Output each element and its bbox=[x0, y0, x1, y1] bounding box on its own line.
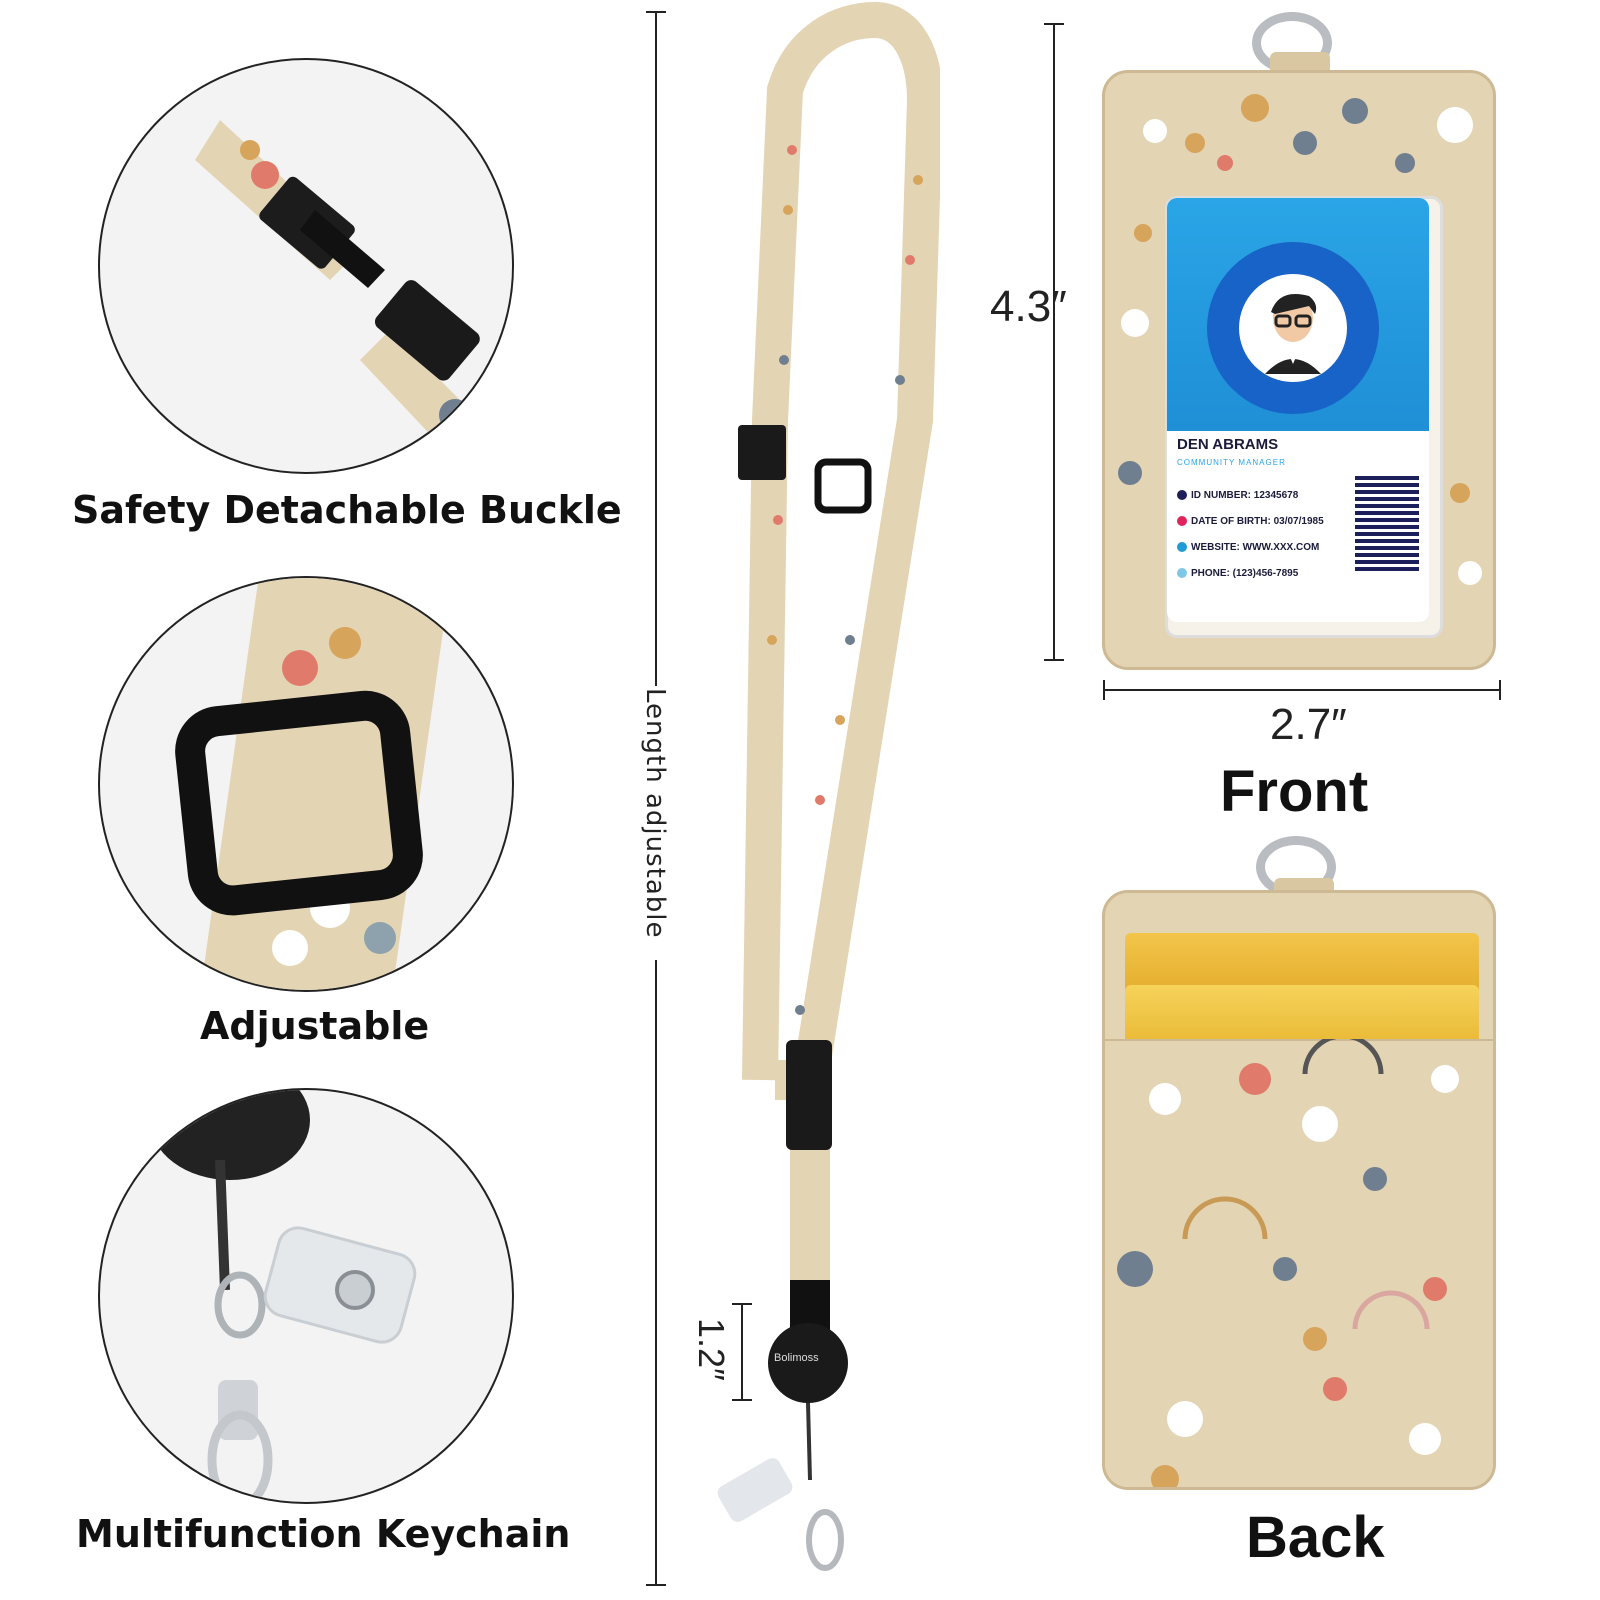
id-line-website: WEBSITE: WWW.XXX.COM bbox=[1177, 542, 1319, 553]
back-card-holder bbox=[1102, 890, 1496, 1490]
feature-caption-keychain: Multifunction Keychain bbox=[76, 1512, 571, 1556]
bullet-icon bbox=[1177, 516, 1187, 527]
front-label: Front bbox=[1220, 759, 1369, 824]
reel-brand-text: Bolimoss bbox=[774, 1352, 819, 1364]
inserted-card-2 bbox=[1125, 985, 1479, 1045]
barcode bbox=[1355, 476, 1419, 574]
feature-caption-adjustable: Adjustable bbox=[200, 1004, 430, 1048]
slider-icon bbox=[175, 578, 449, 990]
person-icon bbox=[1265, 294, 1321, 374]
width-dimension-line bbox=[1103, 680, 1501, 700]
height-dimension-line bbox=[1044, 23, 1064, 661]
bullet-icon bbox=[1177, 568, 1187, 579]
id-line-phone: PHONE: (123)456-7895 bbox=[1177, 568, 1298, 579]
keychain-icon bbox=[150, 1090, 417, 1502]
avatar bbox=[1239, 274, 1347, 382]
adjuster-detail-image bbox=[98, 576, 514, 992]
keychain-detail-image bbox=[98, 1088, 514, 1504]
badge-reel-icon bbox=[768, 1323, 848, 1403]
feature-caption-buckle: Safety Detachable Buckle bbox=[72, 488, 622, 532]
id-line-dob: DATE OF BIRTH: 03/07/1985 bbox=[1177, 516, 1324, 527]
reel-dimension-line bbox=[732, 1303, 752, 1401]
reel-size-label: 1.2″ bbox=[691, 1318, 732, 1381]
id-card: DEN ABRAMS COMMUNITY MANAGER ID NUMBER: … bbox=[1167, 198, 1429, 622]
length-dimension-line bbox=[646, 11, 666, 1586]
floral-pattern-back bbox=[1117, 1039, 1459, 1487]
lanyard-image bbox=[717, 2, 940, 1571]
floral-pattern bbox=[1118, 94, 1482, 585]
slider-adjuster-icon bbox=[814, 458, 872, 514]
id-name: DEN ABRAMS bbox=[1177, 436, 1279, 453]
length-adjustable-label: Length adjustable bbox=[640, 688, 670, 939]
back-label: Back bbox=[1246, 1505, 1385, 1570]
bullet-icon bbox=[1177, 490, 1187, 501]
holder-height-label: 4.3″ bbox=[990, 282, 1067, 331]
id-line-id-number: ID NUMBER: 12345678 bbox=[1177, 490, 1298, 501]
lower-buckle-icon bbox=[786, 1040, 832, 1150]
holder-width-label: 2.7″ bbox=[1270, 700, 1347, 749]
buckle-icon bbox=[195, 120, 512, 472]
id-role: COMMUNITY MANAGER bbox=[1177, 458, 1286, 467]
bullet-icon bbox=[1177, 542, 1187, 553]
buckle-detail-image bbox=[98, 58, 514, 474]
upper-buckle-icon bbox=[738, 425, 786, 480]
